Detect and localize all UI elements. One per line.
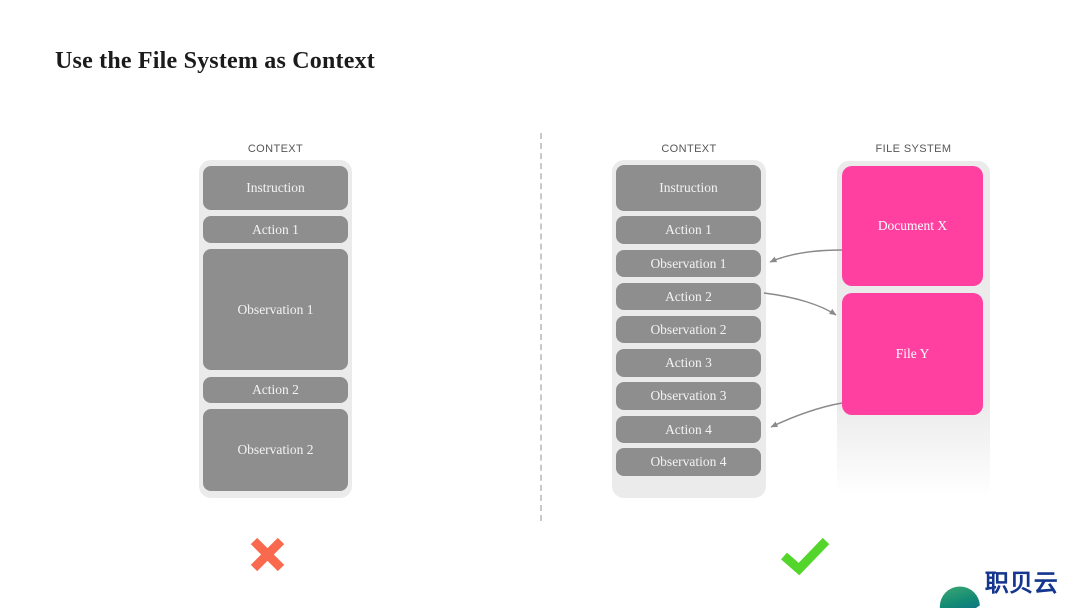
left-context-container: Instruction Action 1 Observation 1 Actio…: [199, 160, 352, 498]
page-title: Use the File System as Context: [55, 48, 375, 74]
arrow-filey-to-action4: [770, 402, 843, 428]
arrow-action2-to-filey: [763, 292, 837, 316]
right-box-observation-2: Observation 2: [616, 316, 761, 343]
right-box-instruction: Instruction: [616, 165, 761, 211]
left-box-action-2: Action 2: [203, 377, 348, 403]
right-box-observation-4: Observation 4: [616, 448, 761, 476]
logo: 职贝云数: [938, 561, 1080, 608]
file-system-label: FILE SYSTEM: [875, 143, 952, 155]
right-context-label: CONTEXT: [661, 143, 717, 155]
cross-icon: [250, 537, 285, 572]
right-box-action-2: Action 2: [616, 283, 761, 310]
file-box-document-x: Document X: [842, 166, 983, 286]
arrow-documentx-to-observation1: [769, 249, 843, 263]
right-box-action-4: Action 4: [616, 416, 761, 443]
vertical-divider: [540, 133, 542, 521]
left-context-label: CONTEXT: [247, 143, 304, 155]
file-system-container: Document X File Y: [837, 161, 990, 497]
right-context-container: Instruction Action 1 Observation 1 Actio…: [612, 160, 766, 498]
right-box-observation-3: Observation 3: [616, 382, 761, 410]
logo-globe-icon: [939, 585, 980, 608]
left-box-observation-1: Observation 1: [203, 249, 348, 370]
file-box-file-y: File Y: [842, 293, 983, 415]
right-box-observation-1: Observation 1: [616, 250, 761, 277]
left-box-observation-2: Observation 2: [203, 409, 348, 491]
right-box-action-1: Action 1: [616, 216, 761, 244]
check-icon: [781, 537, 830, 576]
logo-text: 职贝云数: [984, 570, 1059, 597]
right-box-action-3: Action 3: [616, 349, 761, 377]
left-box-instruction: Instruction: [203, 166, 348, 210]
left-box-action-1: Action 1: [203, 216, 348, 243]
